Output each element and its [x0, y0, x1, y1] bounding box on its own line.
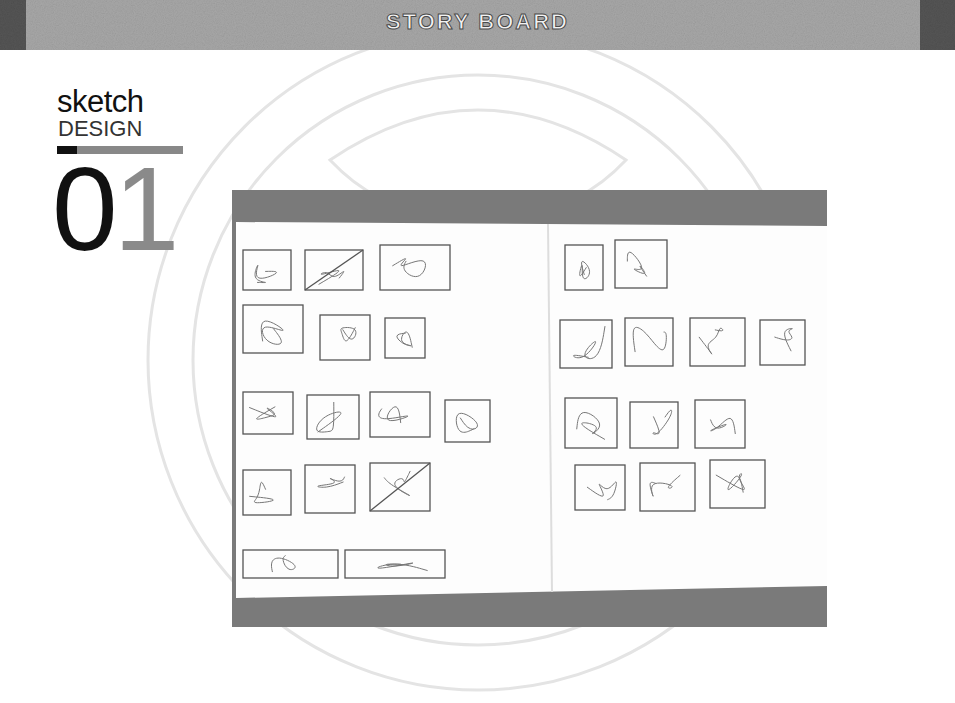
section-label: sketch: [57, 84, 144, 120]
sketch-scribble: [580, 261, 590, 278]
sketch-panel: [615, 240, 667, 288]
sketch-scribble: [573, 326, 605, 359]
sketch-stroke: [370, 463, 430, 511]
sketch-panel: [243, 470, 291, 515]
sketch-panel: [695, 400, 745, 448]
sketch-scribble: [249, 407, 276, 420]
sketch-panel: [560, 320, 612, 368]
sketch-panel: [385, 318, 425, 358]
sketch-panel: [760, 320, 805, 365]
sketch-scribble: [384, 471, 410, 496]
sketch-panel: [380, 245, 450, 290]
sketch-scribble: [392, 259, 425, 277]
sketch-panel: [565, 398, 617, 448]
sketch-panel: [445, 400, 490, 442]
header-band: [0, 0, 955, 50]
sketch-panel: [243, 250, 291, 290]
sketch-panel: [320, 315, 370, 360]
sketch-panel: [243, 305, 303, 353]
sketch-scribble: [627, 252, 646, 276]
sketch-scribble: [710, 418, 735, 434]
sketch-panel: [710, 460, 765, 508]
sketch-panel: [370, 392, 430, 437]
sketch-panel: [305, 465, 355, 513]
sketch-scribble: [255, 265, 276, 282]
sketch-panel: [243, 392, 293, 434]
sketch-scribble: [577, 412, 605, 439]
sketch-panel: [243, 550, 338, 578]
sketch-panel: [575, 465, 625, 510]
page-title: STORY BOARD: [0, 9, 955, 35]
sketch-scribble: [633, 327, 666, 352]
sketch-panel: [307, 395, 359, 439]
section-label: DESIGN: [58, 116, 142, 142]
sketch-scribble: [317, 402, 341, 432]
sketch-scribble: [271, 555, 295, 572]
sketch-panel: [625, 318, 673, 366]
sketch-scribble: [249, 482, 273, 502]
sketch-panel: [640, 463, 695, 511]
sketch-scribble: [379, 407, 408, 423]
sketch-scribble: [378, 563, 428, 571]
sketch-panel: [305, 250, 363, 290]
storyboard-photo: [232, 190, 827, 627]
sketch-panel: [345, 550, 445, 578]
sketch-scribble: [650, 475, 680, 496]
section-number: 01: [52, 150, 175, 268]
sketch-panel: [630, 402, 678, 448]
sketch-scribble: [456, 413, 477, 432]
sketch-stroke: [305, 250, 363, 290]
sketch-scribble: [318, 477, 345, 488]
sketch-panel: [690, 318, 745, 366]
sketch-scribble: [774, 329, 792, 352]
sketch-panel: [565, 245, 603, 290]
sketch-scribble: [653, 410, 672, 434]
sketch-scribble: [699, 328, 723, 354]
sketch-scribble: [397, 332, 412, 348]
sketch-scribble: [341, 327, 356, 340]
sketch-scribble: [261, 321, 283, 344]
sketch-scribble: [716, 474, 745, 493]
sketch-scribble: [587, 482, 616, 500]
sketch-panel: [370, 463, 430, 511]
